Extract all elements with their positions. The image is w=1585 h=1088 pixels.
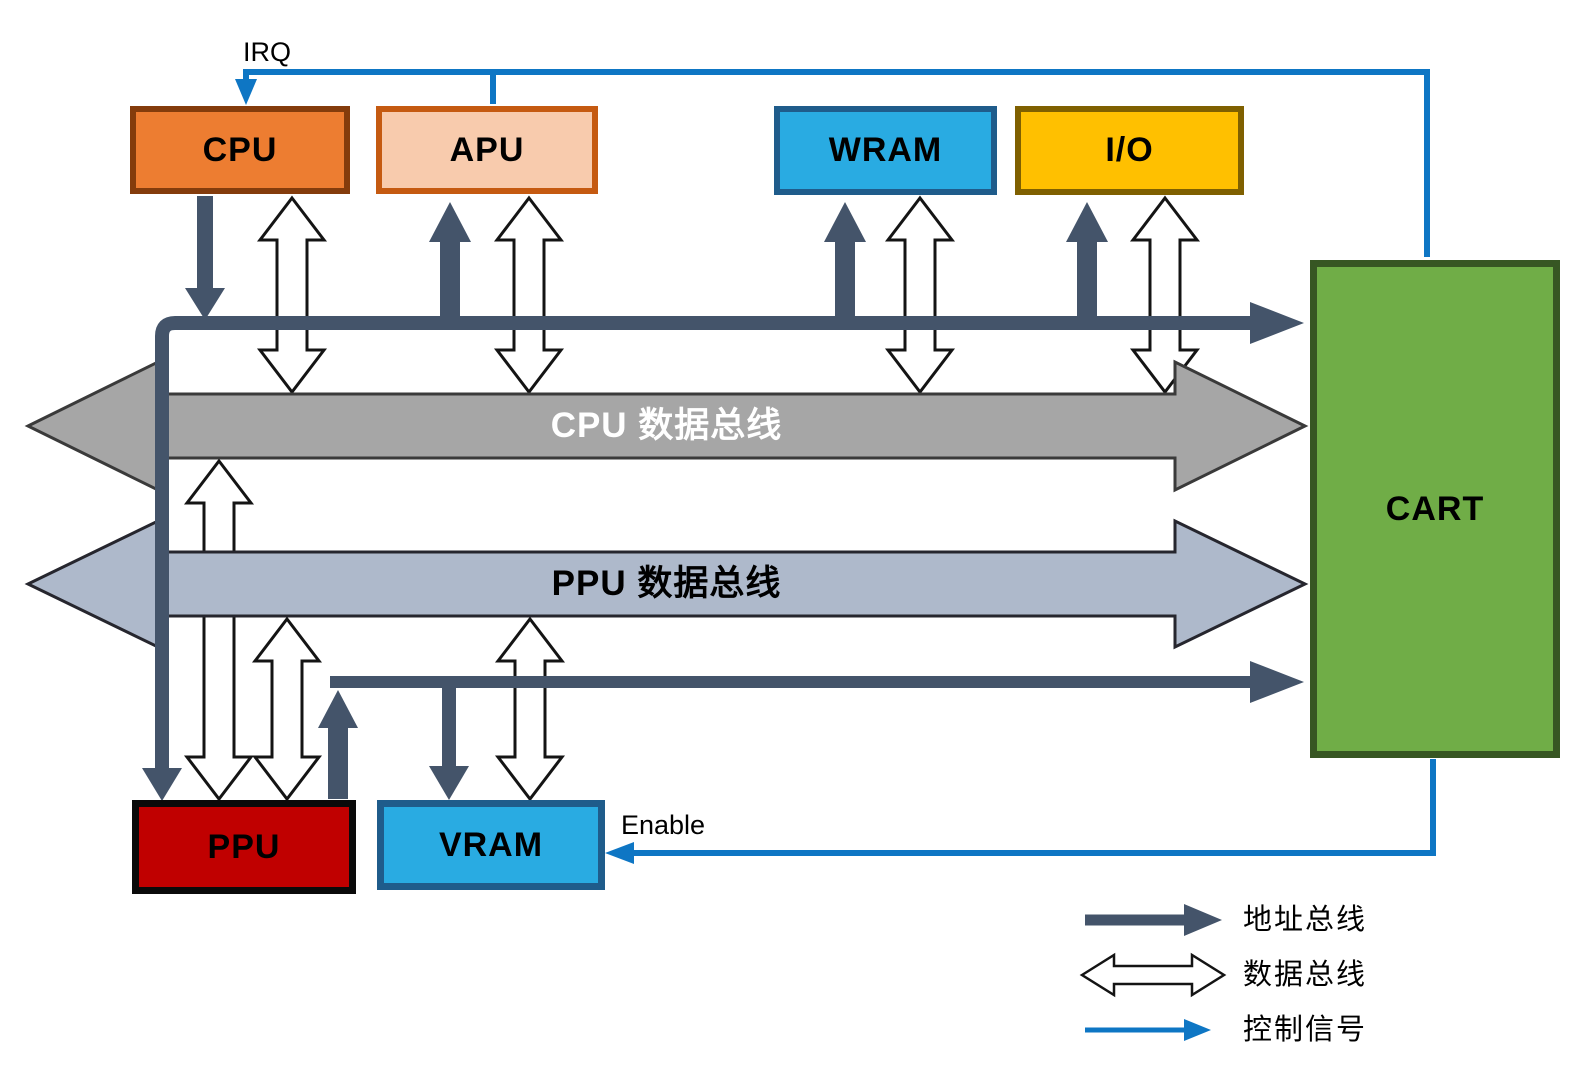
irq-signal-label: IRQ — [243, 37, 292, 67]
enable-arrowhead-icon — [605, 842, 634, 864]
apu-address-arrowhead-icon — [429, 202, 471, 242]
ppu-cpubus-doublearrow-icon — [183, 458, 255, 802]
legend-control-signal-label: 控制信号 — [1243, 1014, 1368, 1046]
legend-data-bus-label: 数据总线 — [1243, 959, 1368, 991]
apu-data-doublearrow-icon — [493, 195, 565, 395]
cpu-data-bus-label: CPU 数据总线 — [550, 406, 783, 445]
cpu-block: CPU — [130, 106, 350, 194]
cpu-address-arrowhead-icon — [185, 288, 225, 320]
enable-control-line — [632, 759, 1436, 856]
address-to-cart-arrowhead-icon — [1250, 302, 1304, 344]
legend-address-bus-arrowhead-icon — [1184, 904, 1222, 936]
vram-label: VRAM — [438, 825, 544, 864]
address-to-ppu-arrowhead-icon — [142, 768, 182, 801]
irq-control-line — [243, 69, 1430, 257]
ppu-address-out-arrowhead-icon — [318, 690, 358, 728]
vram-address-arrowhead-icon — [429, 766, 469, 800]
io-address-arrowhead-icon — [1066, 202, 1108, 242]
apu-label: APU — [449, 130, 525, 169]
legend-address-bus-label: 地址总线 — [1243, 904, 1368, 936]
cart-label: CART — [1385, 489, 1485, 528]
ppu-address-to-cart-arrowhead-icon — [1250, 661, 1304, 703]
apu-block: APU — [376, 106, 598, 194]
cpu-address-trunk-line — [155, 316, 1252, 772]
wram-address-arrowhead-icon — [824, 202, 866, 242]
wram-label: WRAM — [828, 131, 943, 169]
vram-ppubus-doublearrow-icon — [494, 616, 566, 802]
irq-arrowhead-icon — [235, 79, 257, 105]
vram-block: VRAM — [377, 800, 605, 890]
wram-block: WRAM — [774, 106, 997, 195]
cpu-label: CPU — [202, 130, 278, 169]
io-data-doublearrow-icon — [1129, 195, 1201, 395]
legend-control-signal-arrowhead-icon — [1184, 1019, 1211, 1041]
cart-block: CART — [1310, 260, 1560, 758]
ppu-ppubus-doublearrow-icon — [251, 616, 323, 802]
io-label: I/O — [1105, 131, 1154, 169]
wram-data-doublearrow-icon — [884, 195, 956, 395]
legend-data-bus-icon — [1079, 952, 1227, 998]
enable-signal-label: Enable — [621, 810, 706, 840]
ppu-block: PPU — [132, 800, 356, 894]
io-block: I/O — [1015, 106, 1244, 195]
ppu-data-bus-label: PPU 数据总线 — [551, 564, 782, 603]
ppu-label: PPU — [207, 827, 281, 866]
cpu-data-doublearrow-icon — [256, 195, 328, 395]
